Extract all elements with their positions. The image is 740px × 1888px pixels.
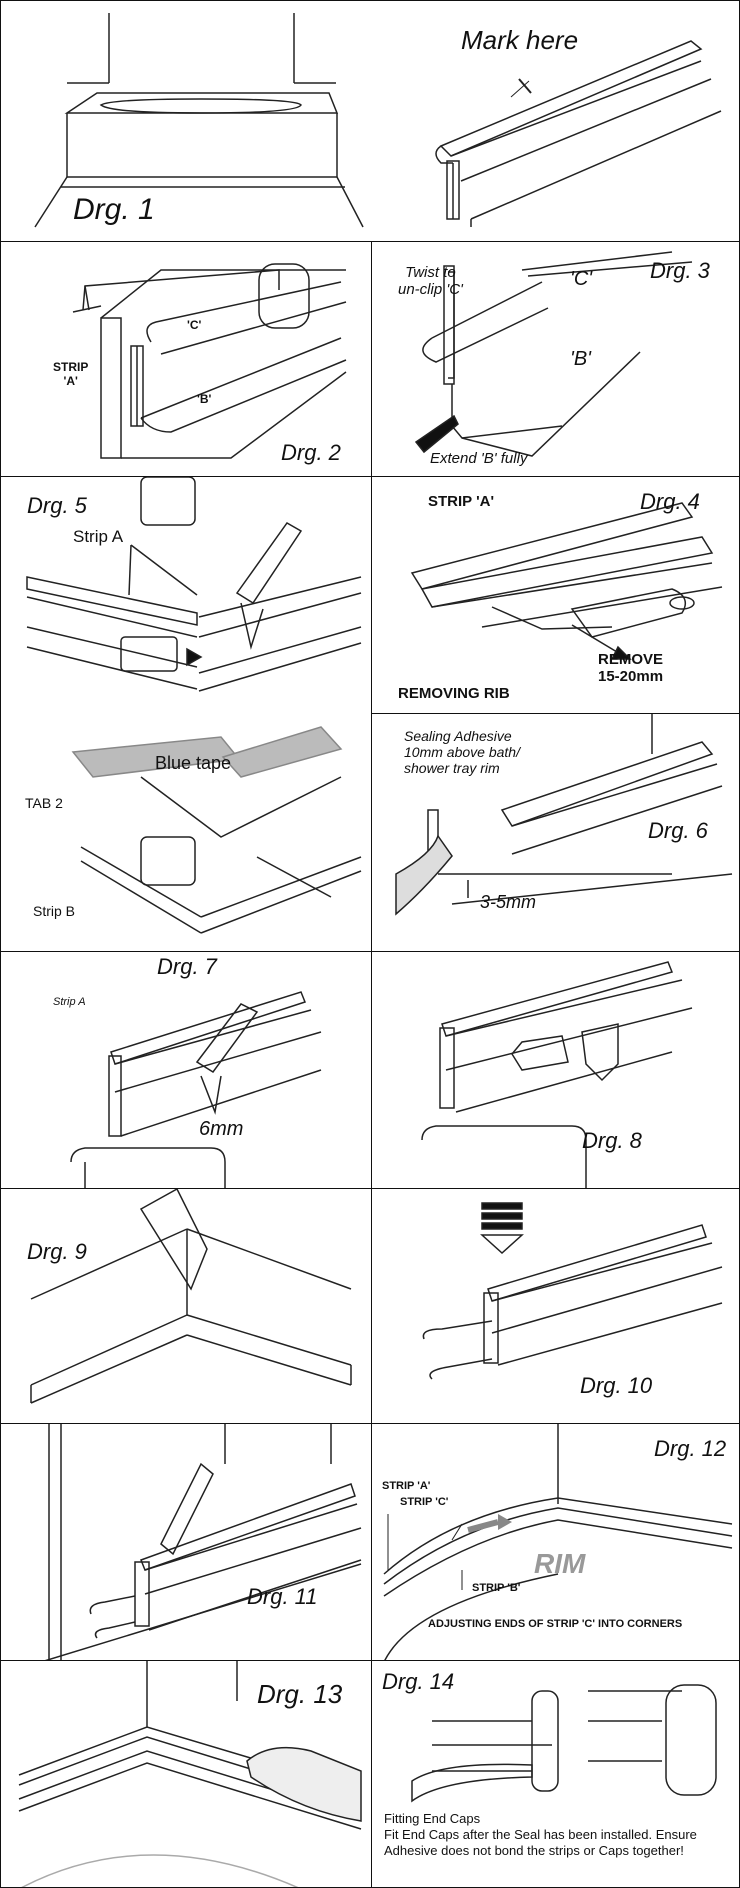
sealing-adhesive-label: Sealing Adhesive 10mm above bath/ shower… bbox=[404, 728, 520, 776]
rim-label: RIM bbox=[534, 1548, 586, 1579]
drg-9-illustration bbox=[30, 1189, 352, 1404]
drg-7-illustration bbox=[70, 991, 322, 1188]
drg-5-label: Drg. 5 bbox=[27, 493, 87, 518]
drg-4-illustration bbox=[410, 502, 723, 660]
panel-drg-4: Drg. 4 STRIP 'A' REMOVE 15-20mm REMOVING… bbox=[371, 476, 740, 714]
panel-drg-11: Drg. 11 bbox=[0, 1423, 372, 1661]
drg-9-label: Drg. 9 bbox=[27, 1239, 87, 1264]
drg-11-label: Drg. 11 bbox=[247, 1584, 318, 1609]
end-caps-title: Fitting End Caps bbox=[384, 1811, 481, 1826]
panel-drg-14: Drg. 14 Fitting End Caps Fit End Caps af… bbox=[371, 1660, 740, 1888]
drg-1-label: Drg. 1 bbox=[73, 193, 155, 226]
tab-2-label: TAB 2 bbox=[25, 795, 63, 811]
drg-1-illustration bbox=[34, 13, 722, 228]
panel-drg-12: Drg. 12 STRIP 'A' STRIP 'C' STRIP 'B' RI… bbox=[371, 1423, 740, 1661]
adjusting-ends-label: ADJUSTING ENDS OF STRIP 'C' INTO CORNERS bbox=[428, 1618, 683, 1630]
removing-rib-label: REMOVING RIB bbox=[398, 685, 510, 702]
c-label: 'C' bbox=[570, 268, 593, 290]
strip-b-label-12: STRIP 'B' bbox=[472, 1582, 521, 1594]
strip-c-label-12: STRIP 'C' bbox=[400, 1496, 449, 1508]
drg-7-label: Drg. 7 bbox=[157, 954, 217, 979]
panel-drg-13: Drg. 13 bbox=[0, 1660, 372, 1888]
strip-a-label: STRIP 'A' bbox=[53, 360, 89, 388]
twist-label: Twist to un-clip 'C' bbox=[398, 264, 463, 298]
panel-drg-5: Drg. 5 Strip A Blue tape TAB 2 Strip B bbox=[0, 476, 372, 952]
drg-12-label: Drg. 12 bbox=[654, 1436, 727, 1461]
strip-a-label-5: Strip A bbox=[73, 527, 124, 546]
drg-4-label: Drg. 4 bbox=[640, 489, 700, 514]
remove-label: REMOVE 15-20mm bbox=[598, 651, 664, 685]
drg-3-illustration bbox=[414, 251, 693, 457]
strip-a-label-12: STRIP 'A' bbox=[382, 1480, 431, 1492]
gap-3-5mm-label: 3-5mm bbox=[480, 892, 537, 912]
mark-here-label: Mark here bbox=[461, 25, 579, 55]
drg-3-label: Drg. 3 bbox=[650, 258, 710, 283]
strip-c-label: 'C' bbox=[187, 318, 202, 332]
drg-13-label: Drg. 13 bbox=[257, 1679, 343, 1709]
panel-drg-7: Drg. 7 Strip A 6mm bbox=[0, 951, 372, 1189]
drg-8-illustration bbox=[421, 961, 693, 1188]
drg-14-label: Drg. 14 bbox=[382, 1669, 455, 1694]
extend-b-label: Extend 'B' fully bbox=[430, 450, 528, 467]
drg-10-illustration bbox=[422, 1202, 723, 1380]
panel-drg-10: Drg. 10 bbox=[371, 1188, 740, 1424]
panel-drg-9: Drg. 9 bbox=[0, 1188, 372, 1424]
drg-12-illustration bbox=[383, 1424, 733, 1660]
panel-drg-3: Drg. 3 Twist to un-clip 'C' 'C' 'B' Exte… bbox=[371, 241, 740, 477]
gap-6mm-label: 6mm bbox=[199, 1118, 244, 1140]
drg-6-illustration bbox=[395, 714, 733, 916]
drg-6-label: Drg. 6 bbox=[648, 818, 708, 843]
panel-drg-6: Drg. 6 Sealing Adhesive 10mm above bath/… bbox=[371, 713, 740, 952]
panel-drg-1: Drg. 1 Mark here bbox=[0, 0, 740, 242]
strip-b-label: 'B' bbox=[197, 392, 212, 406]
drg-8-label: Drg. 8 bbox=[582, 1128, 642, 1153]
strip-a-title: STRIP 'A' bbox=[428, 493, 495, 510]
panel-drg-2: Drg. 2 STRIP 'A' 'C' 'B' bbox=[0, 241, 372, 477]
drg-5-illustration bbox=[26, 477, 362, 934]
drg-10-label: Drg. 10 bbox=[580, 1373, 653, 1398]
drg-2-illustration bbox=[72, 263, 347, 459]
blue-tape-label: Blue tape bbox=[155, 753, 232, 773]
drg-14-illustration bbox=[411, 1684, 717, 1803]
end-caps-body: Fit End Caps after the Seal has been ins… bbox=[384, 1827, 697, 1858]
drg-2-label: Drg. 2 bbox=[281, 440, 341, 465]
strip-a-label-7: Strip A bbox=[53, 996, 86, 1008]
drg-13-illustration bbox=[18, 1661, 362, 1887]
b-label: 'B' bbox=[570, 348, 591, 370]
drg-11-illustration bbox=[44, 1424, 362, 1660]
strip-b-label-5: Strip B bbox=[33, 903, 76, 919]
panel-drg-8: Drg. 8 bbox=[371, 951, 740, 1189]
